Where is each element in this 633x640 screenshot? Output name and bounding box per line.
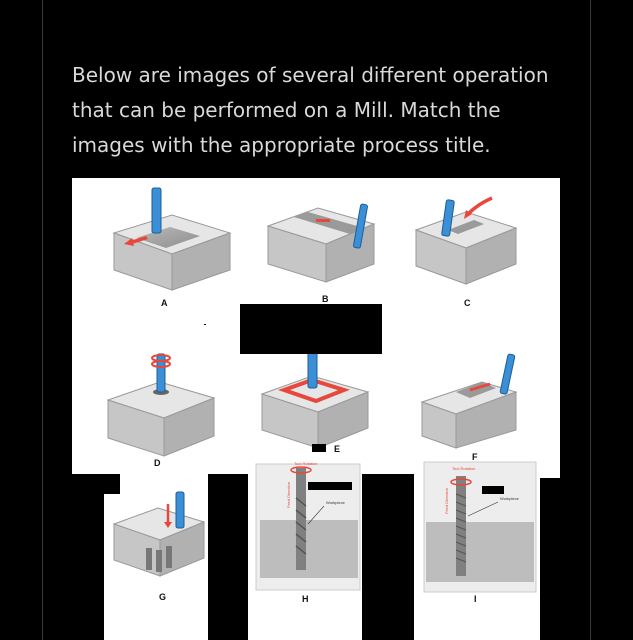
milling-operations-figure: Tool Rotation Feed Direction Workpiece T…: [72, 178, 560, 640]
h-feed-direction-callout: Feed Direction: [286, 482, 291, 508]
h-workpiece-callout: Workpiece: [326, 500, 346, 505]
h-tool-rotation-callout: Tool Rotation: [294, 461, 317, 466]
operation-e-contour-milling: [260, 347, 370, 449]
redacted-i-label: [482, 486, 504, 494]
i-feed-direction-callout: Feed Direction: [444, 488, 449, 514]
operation-a-face-milling: [112, 187, 232, 291]
redacted-h-label: [308, 482, 352, 490]
operation-h-drilling-section: Tool Rotation Feed Direction Workpiece: [255, 461, 361, 591]
operation-d-drilling: [106, 353, 216, 457]
label-d: D: [154, 458, 161, 468]
label-e: E: [334, 444, 341, 454]
operation-f-angle-milling: [420, 353, 518, 449]
label-a: A: [161, 298, 168, 308]
redacted-edge-left-top: [72, 474, 120, 494]
operation-g-plunge-milling: [112, 491, 206, 577]
redacted-edge-left: [72, 478, 104, 640]
milling-operations-illustration: Tool Rotation Feed Direction Workpiece T…: [106, 187, 537, 593]
content-frame-right-border: [590, 0, 591, 640]
label-b: B: [322, 294, 329, 304]
redacted-dash: [204, 324, 206, 325]
question-prompt: Below are images of several different op…: [72, 63, 549, 157]
label-h: H: [302, 594, 309, 604]
redacted-gutter-h-i: [362, 474, 414, 640]
label-c: C: [464, 298, 471, 308]
redacted-label-box: [240, 304, 382, 354]
operation-b-slot-milling: [266, 203, 376, 283]
redacted-gutter-g-h: [208, 474, 248, 640]
redacted-e-mark: [312, 444, 326, 452]
operation-i-tapping-section: Tool Rotation Feed Direction Workpiece: [423, 461, 537, 593]
label-i: I: [474, 594, 477, 604]
redacted-edge-right: [540, 478, 560, 640]
label-g: G: [159, 592, 167, 602]
label-f: F: [472, 452, 478, 462]
operation-c-pocket-milling: [414, 196, 518, 285]
i-tool-rotation-callout: Tool Rotation: [452, 466, 475, 471]
i-workpiece-callout: Workpiece: [500, 496, 520, 501]
content-frame-left-border: [42, 0, 43, 640]
